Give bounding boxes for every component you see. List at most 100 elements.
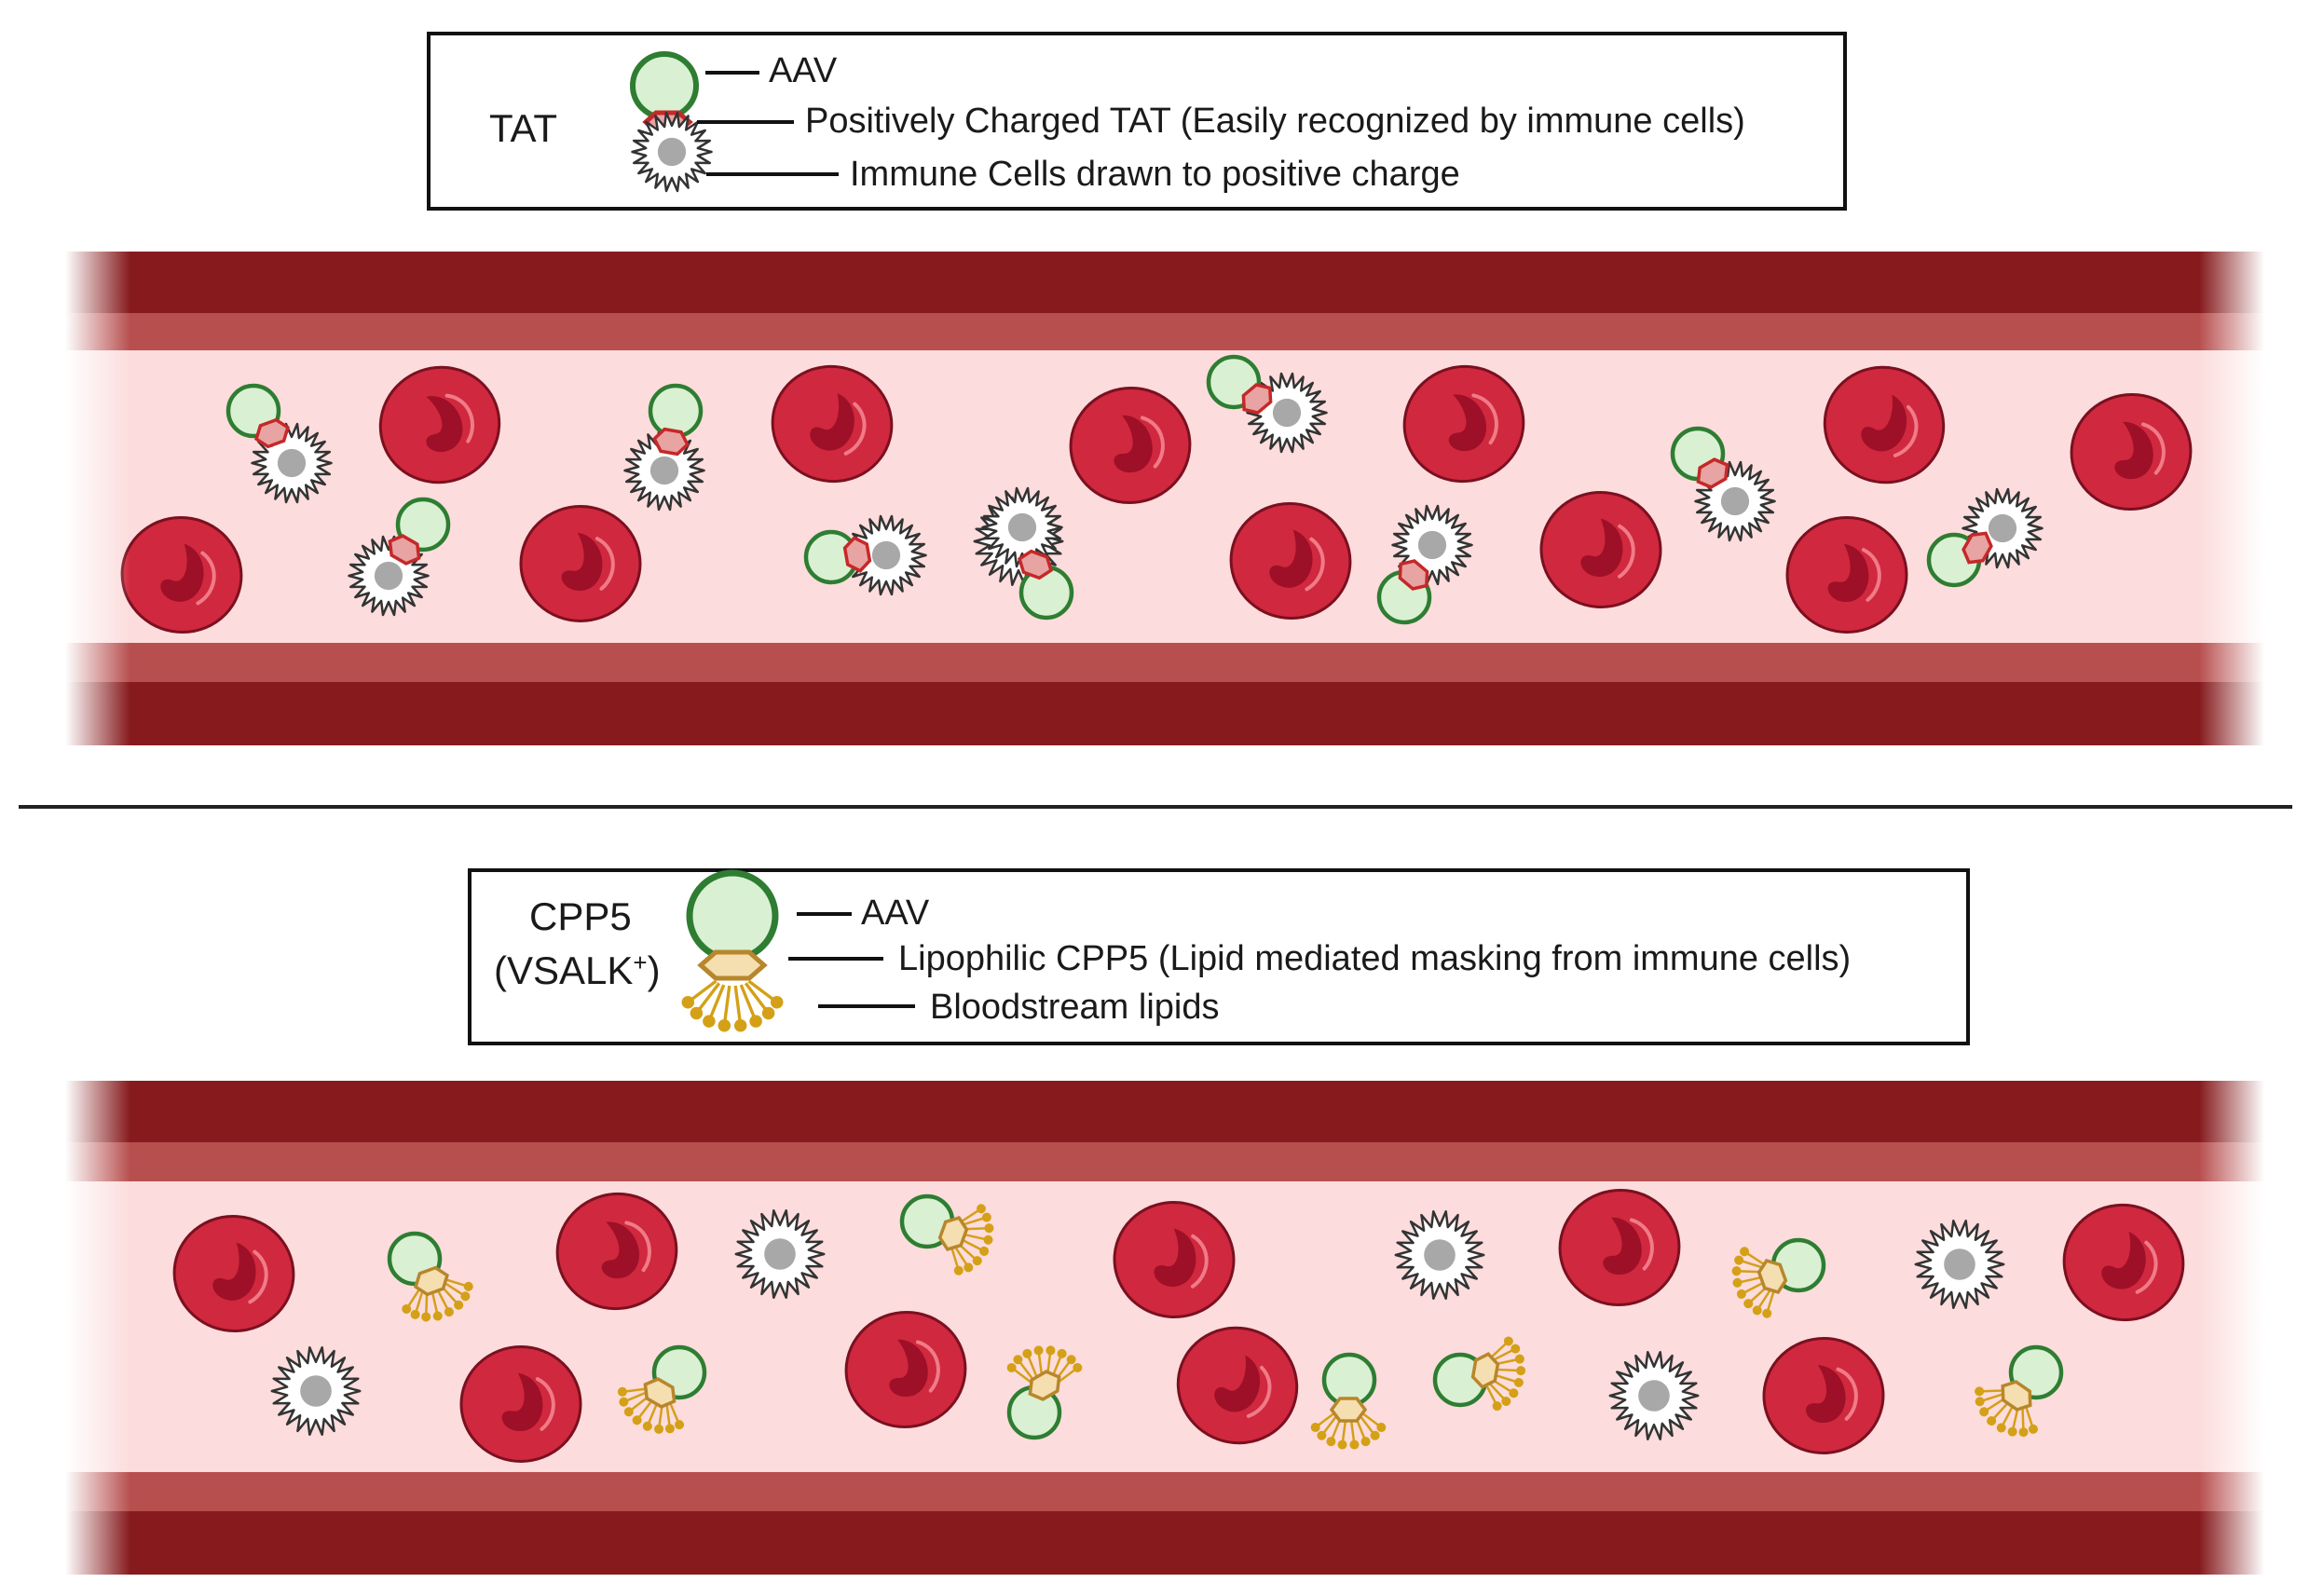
aav-tat-immune-complex [803, 514, 927, 596]
red-blood-cell [555, 1192, 678, 1311]
panel-title: CPP5 [529, 894, 632, 938]
vessel-fade-right [2199, 1079, 2264, 1576]
vessel-fade-left [65, 250, 130, 747]
aav-cpp5-lipid-complex [1310, 1352, 1387, 1450]
aav-tat-immune-complex [981, 486, 1074, 621]
aav-particle [395, 497, 451, 552]
lipid-cluster [681, 979, 784, 1032]
aav-tat-immune-complex [348, 497, 451, 617]
vessel-fade-right [2199, 250, 2264, 747]
legend-label-aav: AAV [861, 893, 930, 933]
cpp5-peptide [643, 1377, 677, 1409]
immune-cell-icon [631, 111, 713, 193]
vessel-fade-left [65, 1079, 130, 1576]
tat-vessel-cells [120, 354, 2193, 634]
aav-cpp5-lipid-complex [1975, 1344, 2064, 1438]
panel-subtitle: (VSALK+) [494, 948, 661, 992]
aav-particle [648, 383, 704, 439]
tat-peptide [1398, 559, 1429, 591]
vessel-wall-top [65, 1081, 2264, 1142]
cpp5-peptide [1329, 1397, 1368, 1423]
red-blood-cell [771, 364, 894, 484]
lipid-cluster [1006, 1345, 1083, 1385]
immune-cell [1608, 1351, 1700, 1440]
aav-cpp5-lipid-complex [1006, 1345, 1083, 1440]
red-blood-cell [1113, 1201, 1236, 1318]
vessel-wall-bottom [65, 1511, 2264, 1575]
cpp5-peptide-icon [697, 949, 768, 981]
lipid-cluster [1310, 1411, 1387, 1450]
legend-label-lipids: Bloodstream lipids [930, 988, 1219, 1027]
lipid-icon [681, 979, 784, 1032]
legend-label-tat: Positively Charged TAT (Easily recognize… [805, 102, 1745, 141]
panel-subtitle-close: ) [648, 948, 661, 992]
aav-tat-immune-complex [1670, 426, 1776, 542]
cpp5-peptide [414, 1265, 449, 1297]
tat-peptide [1018, 549, 1053, 580]
tat-blood-vessel [65, 250, 2264, 747]
red-blood-cell [844, 1310, 967, 1429]
vessel-wall-bottom-inner [65, 1472, 2264, 1511]
cpp5-peptide [1756, 1259, 1788, 1294]
panel-subtitle-sup: + [633, 948, 647, 976]
aav-tat-immune-complex [1926, 487, 2043, 588]
immune-cell [270, 1346, 362, 1436]
aav-tat-immune-complex [623, 383, 705, 512]
vessel-wall-top-inner [65, 1142, 2264, 1181]
red-blood-cell [1558, 1188, 1681, 1307]
aav-cpp5-lipid-complex [387, 1231, 473, 1322]
red-blood-cell [1539, 491, 1662, 608]
aav-tat-immune-complex [226, 383, 333, 504]
aav-cpp5-lipid-complex [899, 1194, 994, 1275]
tat-peptide [254, 417, 290, 449]
red-blood-cell [120, 515, 243, 634]
red-blood-cell [459, 1345, 582, 1463]
aav-tat-immune-complex [1376, 504, 1473, 625]
tat-peptide [1961, 531, 1993, 565]
cpp5-legend: CPP5 (VSALK+) AAV Lipophilic CPP5 (Lipid… [468, 868, 1970, 1045]
red-blood-cell [2070, 392, 2193, 512]
vessel-wall-top [65, 252, 2264, 313]
red-blood-cell [1823, 365, 1946, 484]
tat-peptide [1696, 457, 1729, 489]
tat-peptide [388, 534, 421, 566]
immune-cell [631, 111, 713, 193]
aav-cpp5-lipid-complex [1432, 1336, 1526, 1412]
tat-peptide [842, 536, 872, 573]
aav-cpp5-lipid-complex [617, 1344, 707, 1434]
tat-legend: TAT AAV Positively Charged TAT (Easily r… [427, 32, 1847, 211]
red-blood-cell [1229, 501, 1352, 621]
panel-title: TAT [489, 106, 557, 150]
immune-cell [1394, 1210, 1485, 1300]
cpp5-peptide [2001, 1380, 2032, 1412]
legend-label-cpp5: Lipophilic CPP5 (Lipid mediated masking … [898, 939, 1851, 978]
red-blood-cell [1785, 516, 1908, 634]
red-blood-cell [1402, 364, 1525, 484]
red-blood-cell [519, 505, 642, 622]
red-blood-cell [2062, 1203, 2185, 1322]
cpp5-vessel-cells [172, 1188, 2185, 1463]
red-blood-cell [1176, 1326, 1299, 1445]
aav-icon [630, 51, 699, 120]
aav-tat-immune-complex [1206, 354, 1328, 454]
cpp5-blood-vessel [65, 1079, 2264, 1576]
vessel-wall-bottom [65, 682, 2264, 745]
aav-cpp5-lipid-complex [1731, 1237, 1826, 1318]
legend-label-immune-cells: Immune Cells drawn to positive charge [850, 155, 1460, 194]
tat-peptide [1241, 383, 1273, 415]
immune-cell [734, 1209, 826, 1299]
immune-cell [1914, 1220, 2005, 1309]
red-blood-cell [172, 1214, 295, 1333]
panel-subtitle-main: (VSALK [494, 948, 633, 992]
cpp5-peptide [937, 1216, 969, 1251]
cpp5-peptide [1028, 1370, 1061, 1401]
cpp5-peptide [1470, 1352, 1500, 1389]
red-blood-cell [1069, 386, 1192, 505]
aav-icon [686, 869, 779, 962]
red-blood-cell [378, 365, 501, 484]
legend-label-aav: AAV [769, 51, 838, 90]
tat-peptide [652, 427, 690, 457]
vessel-wall-top-inner [65, 313, 2264, 350]
red-blood-cell [1762, 1337, 1885, 1454]
